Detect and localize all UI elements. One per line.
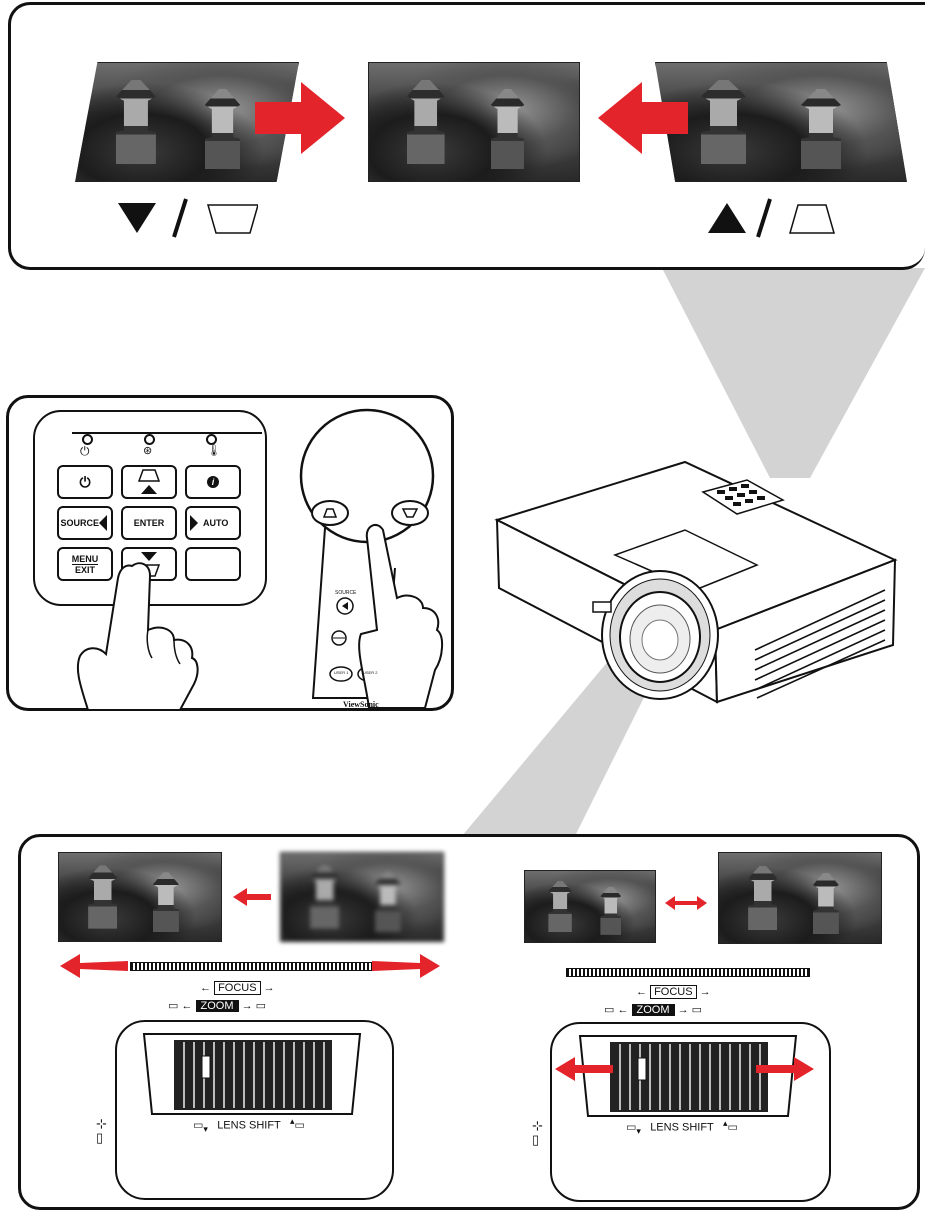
focus-legend: ← FOCUS → xyxy=(200,982,275,994)
power-indicator-icon: ⏻ xyxy=(80,444,90,459)
zoom-image-large xyxy=(718,852,882,944)
arrow-left-icon xyxy=(598,82,690,154)
left-arrow-key-icon xyxy=(99,515,108,531)
power-button[interactable]: ⏻ xyxy=(57,465,113,499)
zoom-image-small xyxy=(524,870,656,943)
remote-user1-label: USER 1 xyxy=(334,670,348,675)
projector-illustration xyxy=(485,440,905,720)
ring-arrow-left-icon xyxy=(60,954,130,978)
keystone-image-narrow-top xyxy=(655,62,907,182)
zoom-legend: ▭ ← ZOOM → ▭ xyxy=(168,999,266,1012)
keystone-up-symbol xyxy=(708,195,838,241)
right-arrow-key-icon xyxy=(190,515,199,531)
lens-shift-label-left: LENS SHIFT xyxy=(217,1120,281,1132)
lamp-indicator-icon: ⊛ xyxy=(143,444,152,457)
zoom-label-right: ZOOM xyxy=(632,1004,675,1016)
remote-source-label: SOURCE xyxy=(335,590,356,596)
focus-legend-right: ← FOCUS → xyxy=(636,986,711,998)
focus-label: FOCUS xyxy=(214,981,261,995)
ring-arrow-right-icon xyxy=(372,954,442,978)
lens-shift-legend-left: ▭▾ LENS SHIFT ▴▭ xyxy=(193,1116,305,1135)
source-label: SOURCE xyxy=(60,518,99,528)
focus-ring-scale xyxy=(130,962,372,971)
temp-indicator-icon: 🌡 xyxy=(207,444,221,457)
lens-shift-wheel-left xyxy=(140,1028,365,1120)
focus-arrow-left-icon xyxy=(233,888,273,906)
enter-label: ENTER xyxy=(134,518,165,528)
source-button[interactable]: SOURCE xyxy=(57,506,113,540)
keystone-up-button[interactable] xyxy=(121,465,177,499)
enter-button[interactable]: ENTER xyxy=(121,506,177,540)
wheel-arrow-left-icon xyxy=(555,1057,615,1081)
keystone-up-key-icon xyxy=(134,468,164,496)
wheel-arrow-right-icon xyxy=(756,1057,816,1081)
lens-shift-legend-right: ▭▾ LENS SHIFT ▴▭ xyxy=(626,1118,738,1137)
focus-label-right: FOCUS xyxy=(650,985,697,999)
zoom-legend-right: ▭ ← ZOOM → ▭ xyxy=(604,1003,702,1016)
info-icon: i xyxy=(207,476,219,488)
arrow-right-icon xyxy=(255,82,347,154)
focus-image-sharp xyxy=(58,852,222,942)
info-button[interactable]: i xyxy=(185,465,241,499)
zoom-label: ZOOM xyxy=(196,1000,239,1012)
auto-label: AUTO xyxy=(203,518,228,528)
remote-brand-label: ViewSonic xyxy=(343,700,379,709)
zoom-arrow-both-icon xyxy=(665,896,707,910)
lock-icon-left: ⊹▯ xyxy=(96,1117,107,1145)
hand-pressing-keypad xyxy=(70,560,200,710)
remote-user2-label: USER 2 xyxy=(363,670,377,675)
auto-button[interactable]: AUTO xyxy=(185,506,241,540)
focus-image-blurry xyxy=(280,852,444,942)
keystone-down-symbol xyxy=(118,195,258,241)
remote-control xyxy=(285,408,445,708)
zoom-ring-scale xyxy=(566,968,810,977)
keystone-image-corrected xyxy=(368,62,580,182)
lens-shift-label-right: LENS SHIFT xyxy=(650,1122,714,1134)
lock-icon-right: ⊹▯ xyxy=(532,1119,543,1147)
